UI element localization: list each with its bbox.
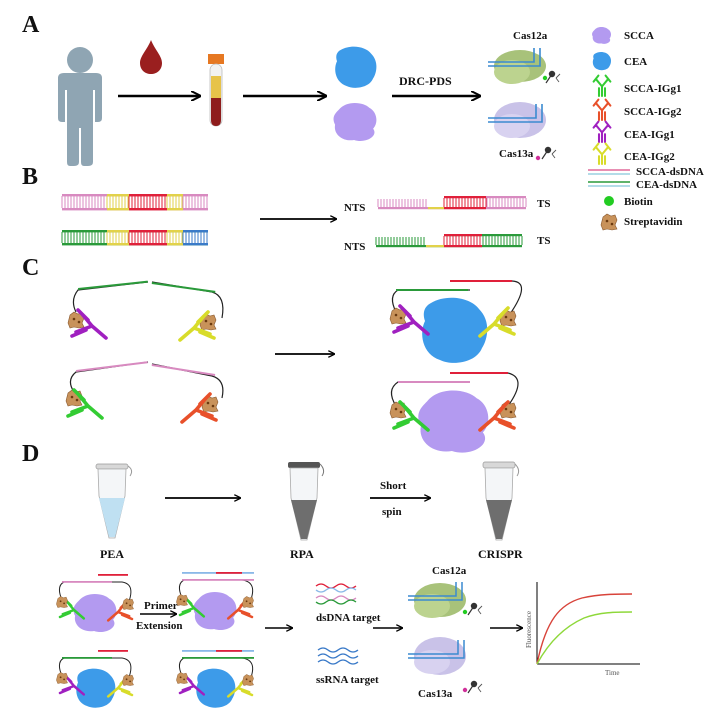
legend-scca: SCCA: [624, 30, 654, 42]
cas12a-complex-icon-d: [408, 582, 483, 618]
person-icon: [58, 47, 102, 166]
dna-segment: [444, 196, 486, 199]
cas12a-label-d: Cas12a: [432, 565, 467, 577]
legend-cea-dsdna-icon: [588, 181, 630, 187]
cas12a-complex-icon: [488, 48, 561, 84]
dna-segment: [167, 208, 183, 211]
legend-scca-igg2: SCCA-IGg2: [624, 106, 682, 118]
panel-label-b: B: [22, 164, 38, 190]
scca-probe-pair-unbound: [65, 361, 224, 424]
blood-drop-icon: [140, 40, 162, 74]
legend: SCCA CEA SCCA-IGg1 SCCA-IGg2 CEA-IGg1 CE…: [588, 27, 704, 231]
dna-segment: [107, 208, 129, 211]
legend-scca-dsdna-icon: [588, 169, 630, 175]
legend-cea-igg1: CEA-IGg1: [624, 129, 675, 141]
dna-segment: [107, 243, 129, 246]
spin-label: spin: [382, 506, 402, 518]
dna-segment: [167, 194, 183, 197]
curve-green: [536, 611, 633, 665]
legend-scca-igg1-icon: [592, 74, 612, 98]
crispr-tube-icon: [482, 461, 520, 541]
curve-red: [536, 593, 633, 665]
cea-dsdna-duplex: [61, 230, 208, 246]
dna-segment: [129, 208, 167, 211]
legend-streptavidin: Streptavidin: [624, 216, 682, 228]
dna-segment: [444, 245, 482, 248]
cea-split-strand: [375, 234, 523, 248]
scca-dsdna-duplex: [61, 194, 208, 211]
legend-cea-icon: [592, 51, 612, 71]
legend-streptavidin-icon: [600, 213, 618, 231]
legend-scca-icon: [592, 27, 612, 44]
legend-cea-igg2: CEA-IGg2: [624, 151, 675, 163]
dna-segment: [167, 243, 183, 246]
pea-label: PEA: [100, 547, 124, 561]
fluorescence-plot: Fluorescence Time: [525, 582, 640, 677]
cas13a-complex-icon-d: [408, 637, 483, 694]
nts-label-1: NTS: [344, 202, 365, 214]
dsdna-target-label: dsDNA target: [316, 612, 381, 624]
legend-cea-igg2-icon: [592, 142, 612, 166]
cea-probe-pair-bound: [389, 280, 523, 363]
dna-segment: [167, 230, 183, 233]
legend-scca-igg2-icon: [592, 98, 612, 122]
scca-complex-extended: [176, 572, 254, 631]
dna-segment: [428, 207, 444, 210]
primer-label: Primer: [144, 600, 178, 612]
ts-label-2: TS: [537, 235, 550, 247]
legend-cea-igg1-icon: [592, 120, 612, 144]
dna-segment: [426, 245, 444, 248]
scca-protein-icon: [333, 102, 377, 142]
dna-segment: [444, 234, 482, 237]
scca-split-strand: [377, 196, 527, 210]
short-label: Short: [380, 480, 407, 492]
dna-segment: [129, 230, 167, 233]
extension-label: Extension: [136, 620, 182, 632]
drc-pds-label: DRC-PDS: [399, 74, 452, 88]
x-axis-label: Time: [605, 669, 620, 677]
dna-segment: [129, 243, 167, 246]
pea-tube-icon: [95, 463, 133, 539]
blood-tube-icon: [208, 54, 224, 127]
nts-label-2: NTS: [344, 241, 365, 253]
dna-segment: [107, 230, 129, 233]
panel-label-c: C: [22, 255, 39, 281]
cea-probe-pair-unbound: [67, 280, 224, 342]
y-axis-label: Fluorescence: [525, 611, 533, 648]
cas13a-label: Cas13a: [499, 148, 534, 160]
crispr-label: CRISPR: [478, 547, 523, 561]
scca-complex-pre: [56, 574, 134, 633]
rpa-tube-icon: [288, 462, 325, 541]
cas13a-complex-icon: [488, 102, 557, 161]
legend-scca-igg1: SCCA-IGg1: [624, 83, 681, 95]
legend-biotin: Biotin: [624, 196, 653, 208]
cea-protein-icon: [335, 46, 377, 88]
dna-segment: [183, 230, 208, 233]
ts-label-1: TS: [537, 198, 550, 210]
dna-segment: [107, 194, 129, 197]
legend-biotin-icon: [604, 196, 614, 206]
legend-cea: CEA: [624, 56, 647, 68]
panel-label-a: A: [22, 12, 40, 38]
cas12a-label: Cas12a: [513, 30, 548, 42]
cas13a-label-d: Cas13a: [418, 688, 453, 700]
ssrna-target-label: ssRNA target: [316, 674, 379, 686]
cea-complex-extended: [176, 650, 254, 708]
legend-cea-dsdna: CEA-dsDNA: [636, 179, 697, 191]
panel-label-d: D: [22, 441, 39, 467]
dna-segment: [444, 207, 486, 210]
dna-segment: [129, 194, 167, 197]
scca-probe-pair-bound: [389, 372, 519, 453]
rpa-label: RPA: [290, 547, 314, 561]
dsdna-target-icon: [315, 583, 357, 605]
dna-segment: [183, 243, 208, 246]
ssrna-target-icon: [317, 647, 359, 665]
cea-complex-pre: [56, 650, 134, 708]
legend-scca-dsdna: SCCA-dsDNA: [636, 166, 704, 178]
